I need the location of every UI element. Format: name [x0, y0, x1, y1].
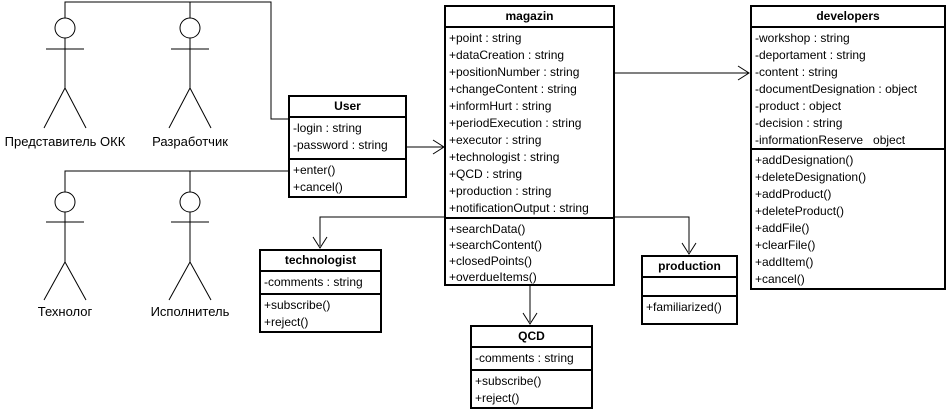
actor-figure-technologist[interactable]: [43, 191, 87, 301]
connector-bottom-actors-user: [64, 170, 289, 192]
method-row: +clearFile(): [755, 238, 816, 252]
method-row: +reject(): [475, 391, 520, 405]
attribute-row: -comments : string: [264, 275, 363, 289]
attributes-compartment: -comments : string: [261, 272, 380, 295]
connector-top-actors-user: [64, 1, 288, 120]
methods-compartment: +subscribe() +reject(): [472, 371, 591, 407]
arrowhead-down-production: [681, 242, 697, 255]
attributes-compartment-empty: [643, 278, 736, 297]
attribute-row: -product : object: [755, 99, 842, 113]
method-row: +familiarized(): [646, 300, 722, 314]
connector-magazin-production: [615, 216, 690, 252]
method-row: +overdueItems(): [449, 270, 537, 284]
method-row: +cancel(): [293, 180, 343, 194]
attribute-row: +periodExecution : string: [449, 116, 582, 130]
actor-figure-executor[interactable]: [168, 191, 212, 301]
class-magazin[interactable]: magazin +point : string +dataCreation : …: [444, 5, 615, 286]
method-row: +subscribe(): [264, 298, 331, 312]
method-row: +addItem(): [755, 255, 814, 269]
attribute-row: +informHurt : string: [449, 99, 552, 113]
attributes-compartment: -comments : string: [472, 348, 591, 371]
class-qcd[interactable]: QCD -comments : string +subscribe() +rej…: [470, 325, 593, 409]
attribute-row: -decision : string: [755, 116, 843, 130]
attribute-row: +executor : string: [449, 133, 542, 147]
actor-figure-developer[interactable]: [168, 17, 212, 129]
methods-compartment: +searchData() +searchContent() +closedPo…: [446, 219, 613, 285]
actor-label-developer: Разработчик: [152, 134, 228, 149]
method-row: +reject(): [264, 315, 309, 329]
attribute-row: +technologist : string: [449, 150, 560, 164]
method-row: +cancel(): [755, 272, 805, 286]
actor-label-technologist: Технолог: [37, 304, 93, 319]
methods-compartment: +subscribe() +reject(): [261, 295, 380, 331]
arrowhead-down-technologist: [312, 236, 328, 249]
class-title: QCD: [472, 327, 591, 348]
class-title: production: [643, 257, 736, 278]
attribute-row: -workshop : string: [755, 31, 850, 45]
attribute-row: -password : string: [293, 138, 388, 152]
attributes-compartment: +point : string +dataCreation : string +…: [446, 28, 613, 219]
class-developers[interactable]: developers -workshop : string -deportame…: [750, 5, 946, 290]
attribute-row: +changeContent : string: [449, 82, 577, 96]
class-technologist[interactable]: technologist -comments : string +subscri…: [259, 249, 382, 333]
method-row: +closedPoints(): [449, 254, 533, 268]
method-row: +addFile(): [755, 221, 810, 235]
method-row: +searchContent(): [449, 238, 543, 252]
attribute-row: -deportament : string: [755, 48, 866, 62]
method-row: +searchData(): [449, 222, 526, 236]
attribute-row: -content : string: [755, 65, 838, 79]
attribute-row: -comments : string: [475, 351, 574, 365]
connector-magazin-technologist: [319, 216, 444, 246]
class-title: technologist: [261, 251, 380, 272]
class-user[interactable]: User -login : string -password : string …: [288, 95, 407, 198]
attributes-compartment: -login : string -password : string: [290, 118, 405, 160]
attribute-row: +point : string: [449, 31, 522, 45]
class-title: magazin: [446, 7, 613, 28]
attribute-row: -documentDesignation : object: [755, 82, 918, 96]
attribute-row: +positionNumber : string: [449, 65, 580, 79]
methods-compartment: +familiarized(): [643, 297, 736, 316]
method-row: +addProduct(): [755, 187, 832, 201]
method-row: +addDesignation(): [755, 153, 854, 167]
arrowhead-down-qcd: [522, 312, 538, 325]
method-row: +deleteProduct(): [755, 204, 845, 218]
methods-compartment: +addDesignation() +deleteDesignation() +…: [752, 150, 944, 288]
attribute-row: -informationReserve object: [755, 133, 906, 147]
arrowhead-right-developers: [737, 65, 750, 81]
actor-label-okk-representative: Представитель ОКК: [4, 134, 126, 149]
class-title: developers: [752, 7, 944, 28]
attribute-row: +production : string: [449, 184, 552, 198]
class-title: User: [290, 97, 405, 118]
attribute-row: +notificationOutput : string: [449, 201, 589, 215]
attributes-compartment: -workshop : string -deportament : string…: [752, 28, 944, 150]
attribute-row: +dataCreation : string: [449, 48, 565, 62]
method-row: +deleteDesignation(): [755, 170, 867, 184]
class-production[interactable]: production +familiarized(): [641, 255, 738, 325]
actor-figure-okk-representative[interactable]: [43, 17, 87, 129]
method-row: +enter(): [293, 163, 336, 177]
actor-label-executor: Исполнитель: [150, 304, 230, 319]
method-row: +subscribe(): [475, 374, 542, 388]
attribute-row: +QCD : string: [449, 167, 523, 181]
methods-compartment: +enter() +cancel(): [290, 160, 405, 196]
attribute-row: -login : string: [293, 121, 362, 135]
